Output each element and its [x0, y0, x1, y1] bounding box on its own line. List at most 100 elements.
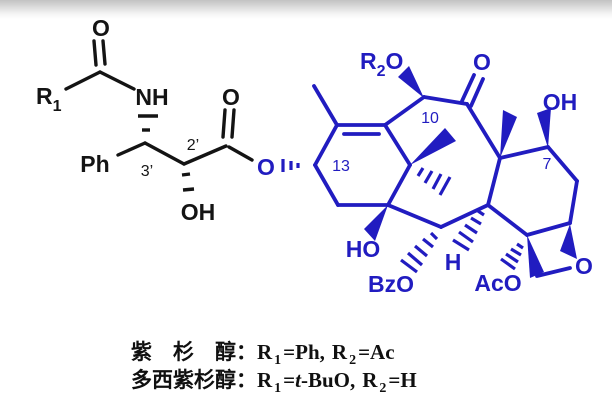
c7-number-label: 7 [543, 156, 552, 173]
bond-c9-ketone-1 [460, 73, 476, 103]
hash-c2-bzo-1 [429, 231, 439, 241]
bond-c12-methyl [312, 84, 339, 127]
bond-c9-c8 [465, 102, 502, 160]
tert-italic: t [295, 368, 301, 392]
hash-c2-oh-2 [182, 187, 195, 192]
hash-c2-oh-1 [181, 172, 191, 177]
core-hash-bonds [281, 159, 524, 274]
wedge-c4-c20 [527, 235, 544, 278]
wedge-c7-oh [537, 108, 551, 148]
r1-equals: = [283, 368, 296, 392]
side-chain-hash-bonds [138, 114, 195, 192]
amide-oxygen-label: O [92, 15, 110, 41]
bond-c11-c15 [383, 123, 412, 167]
core-labels: R2O O O 10 13 7 OH HO BzO H AcO O [257, 48, 593, 297]
bond-c10-c9 [422, 95, 469, 106]
bond-c2-estercarbonyl [182, 144, 228, 166]
r2-value: =H [388, 368, 417, 392]
c2-prime-label: 2’ [187, 137, 199, 154]
phenyl-label: Ph [80, 151, 109, 177]
bond-c9-ketone-2 [469, 77, 485, 108]
bond-c7-c6 [546, 145, 579, 183]
side-chain-bonds [64, 39, 254, 166]
bond-r1-carbonyl [64, 70, 102, 91]
hash-c4-aco-3 [505, 252, 519, 264]
r1-subscript: 1 [274, 381, 282, 397]
hash-c4-aco-4 [500, 257, 516, 271]
wedge-c8-methyl [500, 110, 517, 158]
hash-c3-h-2 [470, 216, 482, 226]
compound-name-docetaxel: 多西紫杉醇： [131, 368, 257, 392]
hash-c15-methyl-2 [423, 170, 434, 184]
compound-name-paclitaxel: 紫 杉 醇： [131, 340, 257, 364]
bond-c2-c1 [386, 203, 443, 229]
bond-c14-c13 [313, 163, 340, 207]
wedge-c15-methyl [410, 128, 456, 165]
bond-c3-c2 [439, 203, 490, 229]
wedge-c5-oxetane-o [560, 224, 577, 259]
bond-carbonyl-nh [98, 70, 136, 91]
r1-symbol: R [257, 368, 273, 392]
hash-c3-h-5 [452, 238, 470, 252]
core-bonds [312, 73, 579, 278]
hash-c15-methyl-3 [431, 173, 443, 190]
hash-c15-methyl-4 [438, 176, 452, 196]
bond-c8-c3 [486, 156, 502, 207]
hash-c2-bzo-3 [413, 244, 429, 258]
bond-c5-c4 [525, 221, 572, 237]
hash-c2-bzo-4 [406, 251, 424, 267]
oxetane-oxygen-label: O [575, 253, 593, 279]
amide-nh-label: NH [135, 84, 168, 110]
acetate-label: AcO [474, 270, 521, 296]
hash-c3-h-1 [477, 209, 485, 217]
hash-c15-methyl-1 [416, 167, 425, 177]
r2-subscript: 2 [379, 381, 387, 397]
r1-label: R1 [36, 83, 62, 115]
hash-c2-bzo-2 [422, 237, 434, 249]
bond-c13-c12 [313, 123, 339, 167]
bond-ester-c=o-1 [221, 108, 227, 139]
bond-c20-oxetane-o [535, 266, 572, 278]
r2-symbol: R [331, 340, 348, 364]
r1-value: =Ph, [283, 340, 325, 364]
bond-ester-c=o-2 [230, 108, 236, 139]
c3-hydrogen-label: H [445, 249, 462, 275]
bond-carbonyl-estero [227, 145, 254, 162]
c2-hydroxyl-label: OH [181, 199, 216, 225]
c7-hydroxyl-label: OH [543, 89, 578, 115]
side-chain-labels: R1 O NH Ph 3’ 2’ OH O [36, 15, 240, 225]
ester-carbonyl-oxygen-label: O [222, 84, 240, 110]
r1-symbol: R [257, 340, 273, 364]
r1-subscript: 1 [274, 353, 282, 369]
page-top-gradient [0, 0, 612, 19]
c10-number-label: 10 [421, 110, 439, 127]
bond-amide-c=o-2 [101, 39, 107, 66]
hash-c4-aco-2 [510, 247, 522, 257]
hash-c4-aco-1 [516, 242, 524, 250]
bond-c4-c3 [486, 203, 529, 237]
r1-value: -BuO, [300, 368, 356, 392]
ester-oxygen-label: O [257, 154, 275, 180]
hash-c3-h-4 [458, 230, 474, 244]
bond-c11-c10 [383, 95, 426, 127]
bond-c3-phenyl [116, 141, 147, 157]
bond-c6-c5 [568, 179, 579, 225]
bond-amide-c=o-1 [92, 39, 98, 67]
wedge-c10-or2 [398, 66, 424, 98]
bond-c8-c7 [498, 145, 550, 160]
c1-hydroxyl-label: HO [346, 236, 381, 262]
wedge-c1-ho [364, 205, 388, 241]
r2-subscript: 2 [349, 353, 357, 369]
r2-symbol: R [362, 368, 378, 392]
ketone-oxygen-label: O [473, 49, 491, 75]
hash-c2-bzo-5 [400, 258, 418, 274]
hash-c3-h-3 [464, 223, 478, 235]
core-wedge-bonds [364, 66, 577, 278]
bond-c3-c2 [143, 141, 186, 166]
c3-prime-label: 3’ [141, 163, 153, 180]
c13-number-label: 13 [332, 158, 350, 175]
